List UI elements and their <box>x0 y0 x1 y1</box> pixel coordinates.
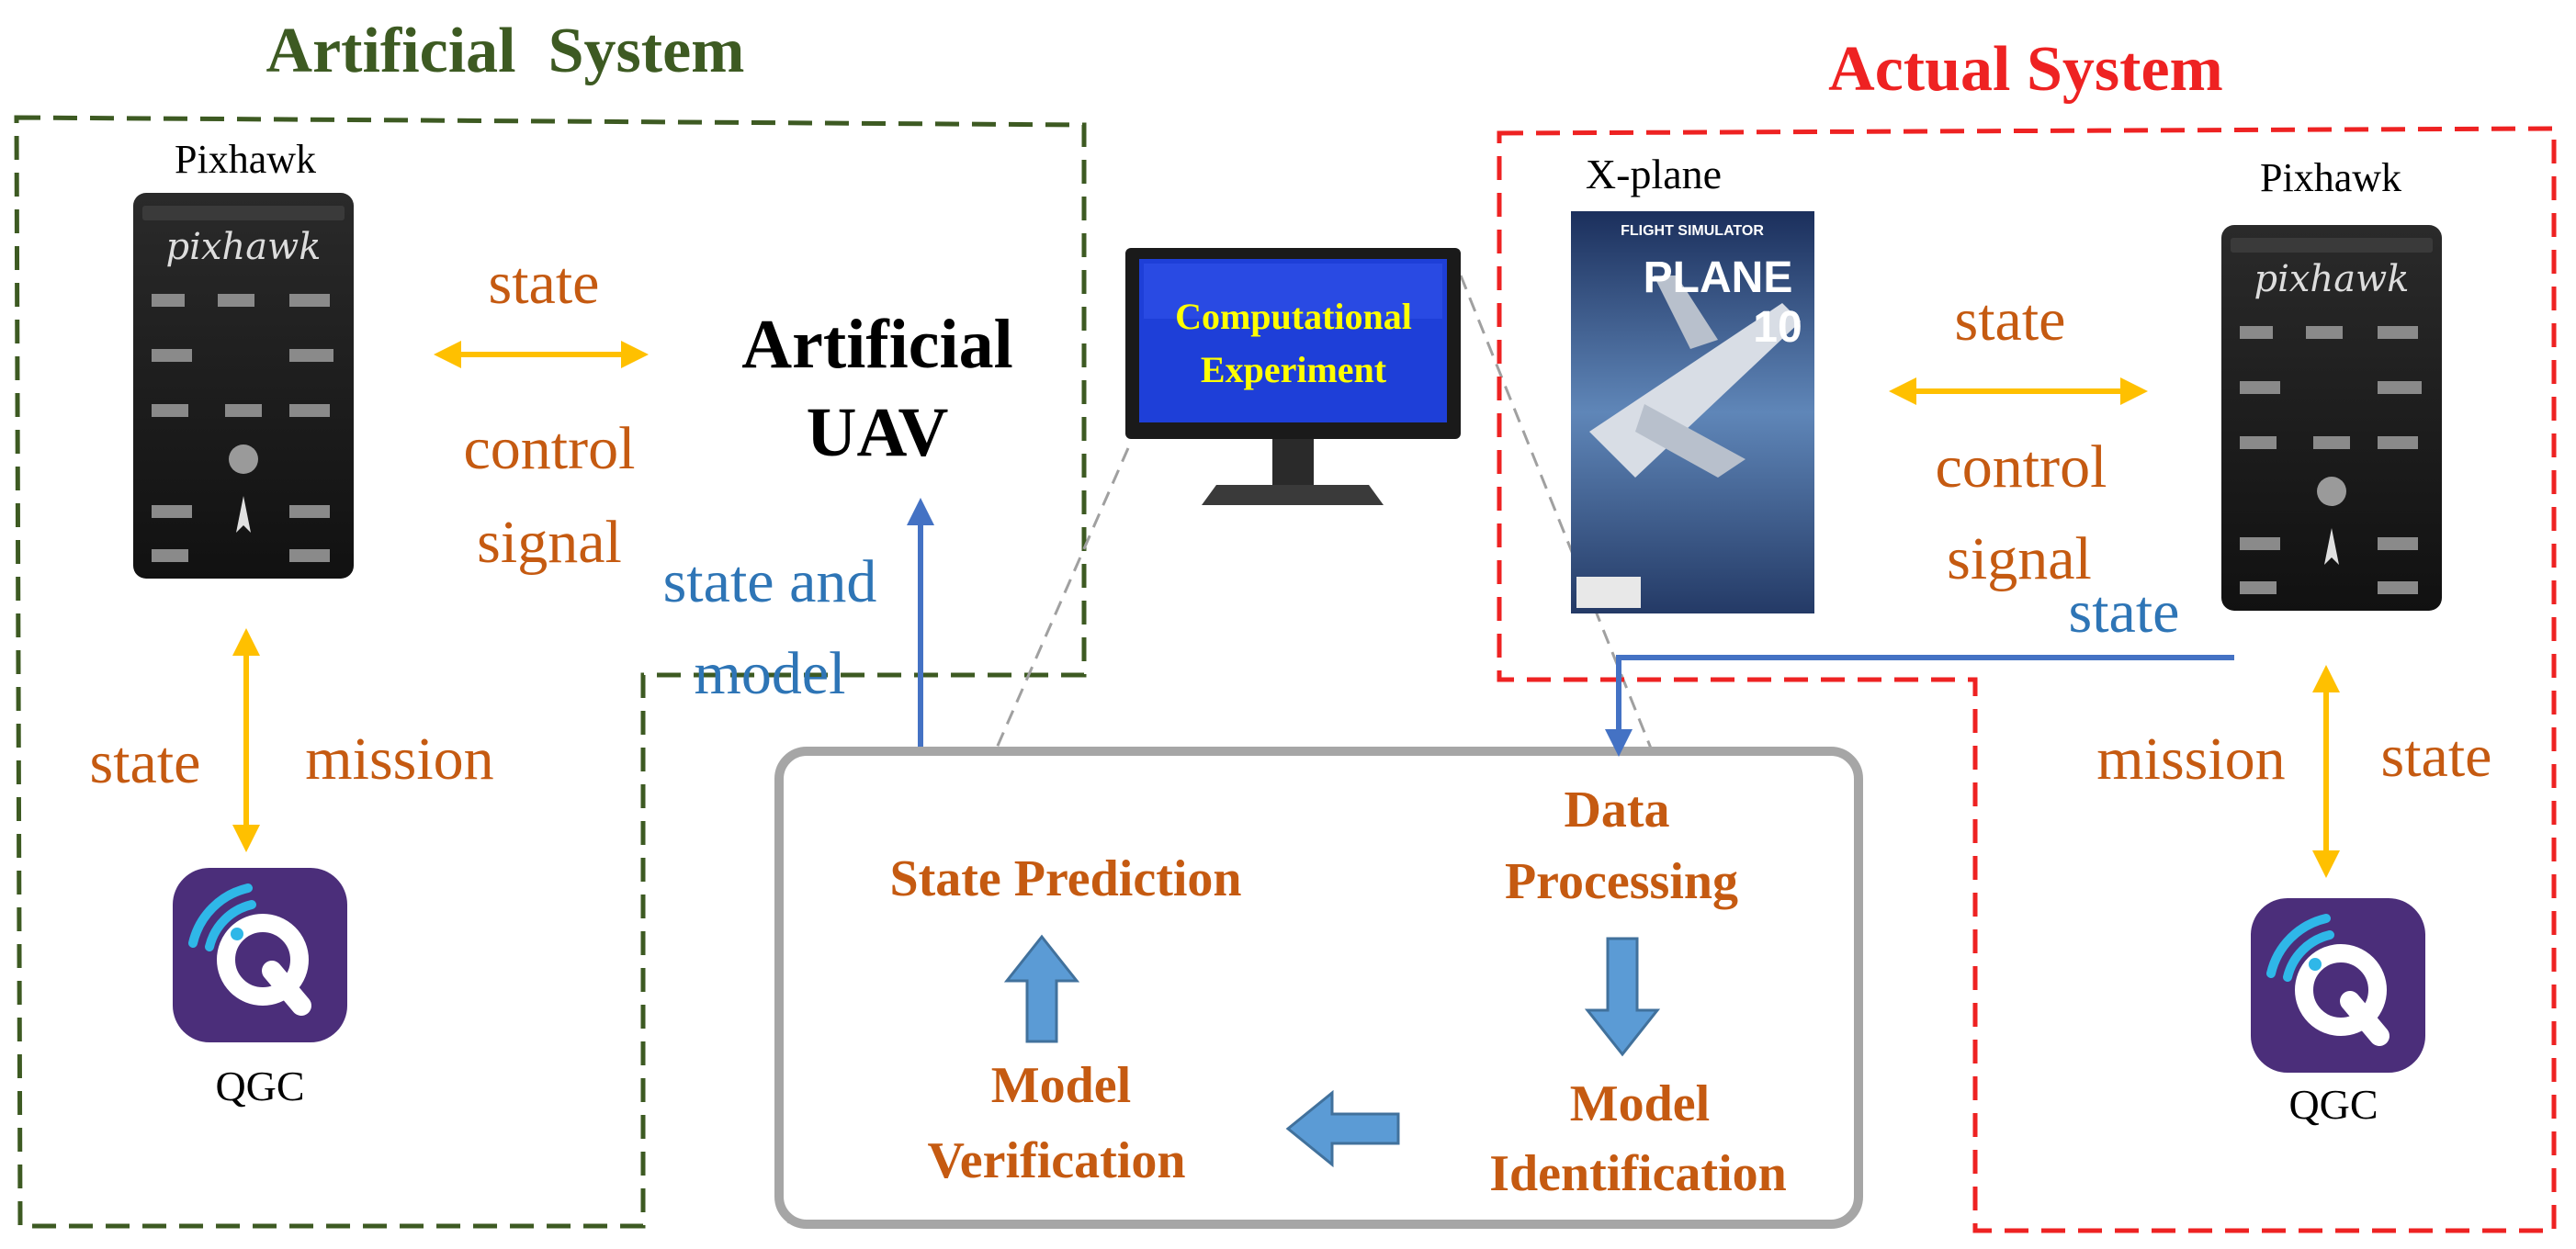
xplane-box-art <box>1571 211 1814 613</box>
artificial-state-label: state <box>489 250 600 317</box>
actual-state-feedback-arrow <box>1605 655 2234 757</box>
actual-system-title: Actual System <box>1828 34 2223 105</box>
data-processing-line2: Processing <box>1505 853 1738 910</box>
xplane-box-version: 10 <box>1753 303 1802 352</box>
actual-state-label: state <box>1955 287 2066 354</box>
flow-arrow-up <box>1003 934 1080 1043</box>
artificial-mission-label: mission <box>305 726 493 793</box>
artificial-qgc-logo <box>173 868 347 1042</box>
computer-screen-line1: Computational <box>1175 296 1412 337</box>
actual-pixhawk-label: Pixhawk <box>2260 155 2401 200</box>
artificial-uav-label-line1: Artificial <box>741 306 1012 383</box>
xplane-box-top-text: FLIGHT SIMULATOR <box>1621 223 1764 239</box>
actual-state-vertical-label: state <box>2381 723 2492 790</box>
computer-screen-line2: Experiment <box>1201 349 1387 390</box>
actual-qgc-logo <box>2251 898 2425 1073</box>
actual-system-boundary <box>1497 126 2557 1233</box>
actual-mission-label: mission <box>2096 726 2285 793</box>
artificial-qgc-label: QGC <box>215 1063 304 1109</box>
state-model-label-line2: model <box>695 640 846 707</box>
experiment-box <box>774 747 1863 1229</box>
artificial-pixhawk-image: pixhawk <box>133 193 354 579</box>
actual-qgc-label: QGC <box>2288 1081 2378 1128</box>
artificial-signal-label: signal <box>477 509 622 576</box>
state-prediction-label: State Prediction <box>889 850 1241 907</box>
model-verification-line1: Model <box>991 1057 1131 1114</box>
artificial-control-label: control <box>464 415 636 482</box>
flow-arrow-left <box>1285 1089 1400 1168</box>
model-identification-line1: Model <box>1570 1075 1710 1132</box>
actual-pixhawk-brand: pixhawk <box>2254 258 2409 300</box>
actual-control-label: control <box>1936 433 2107 501</box>
artificial-system-boundary <box>14 115 1087 1229</box>
artificial-pixhawk-brand: pixhawk <box>165 226 321 268</box>
artificial-pixhawk-label: Pixhawk <box>175 137 316 182</box>
actual-state-feedback-label: state <box>2069 579 2180 646</box>
xplane-box-big-text: PLANE <box>1644 253 1793 302</box>
computer-monitor <box>1125 248 1461 505</box>
flow-arrow-down <box>1584 937 1661 1057</box>
model-identification-line2: Identification <box>1489 1145 1787 1202</box>
artificial-system-title: Artificial System <box>266 16 745 86</box>
data-processing-line1: Data <box>1564 782 1669 838</box>
model-verification-line2: Verification <box>928 1132 1186 1189</box>
actual-signal-label: signal <box>1947 525 2092 592</box>
artificial-uav-label-line2: UAV <box>807 394 949 471</box>
actual-pixhawk-image: pixhawk <box>2221 225 2442 611</box>
xplane-label: X-plane <box>1586 151 1722 197</box>
artificial-state-vertical-label: state <box>90 729 201 796</box>
state-model-label-line1: state and <box>663 548 877 615</box>
